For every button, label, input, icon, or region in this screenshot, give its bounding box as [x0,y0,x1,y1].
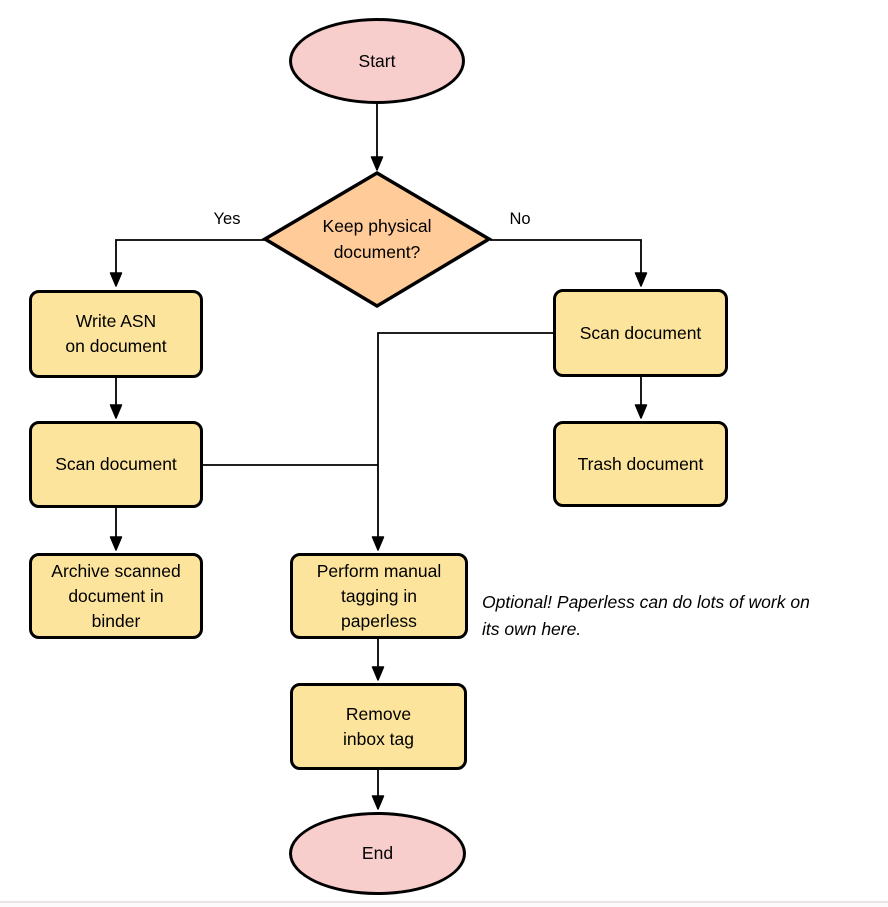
node-start: Start [289,18,465,104]
page-below-area [0,903,888,907]
edge-decision-no-to-scan-right [490,239,648,287]
page-bottom-divider [0,901,888,903]
node-decision-shape [261,170,493,309]
edge-label-no: No [495,210,545,229]
optional-note: Optional! Paperless can do lots of work … [482,592,810,639]
node-remove-inbox-tag: Remove inbox tag [290,683,467,770]
node-manual-tagging: Perform manual tagging in paperless [290,553,468,639]
node-scan-document-left: Scan document [29,421,203,508]
node-decision-label: Keep physical document? [322,216,432,262]
node-trash-document: Trash document [553,421,728,507]
node-archive-in-binder: Archive scanned document in binder [29,553,203,639]
edge-label-yes: Yes [202,210,252,229]
node-write-asn: Write ASN on document [29,290,203,378]
node-end: End [289,812,466,895]
edge-scan-right-to-tagging [371,332,553,551]
edge-decision-yes-to-write-asn [109,239,265,287]
node-scan-document-right: Scan document [553,289,728,377]
